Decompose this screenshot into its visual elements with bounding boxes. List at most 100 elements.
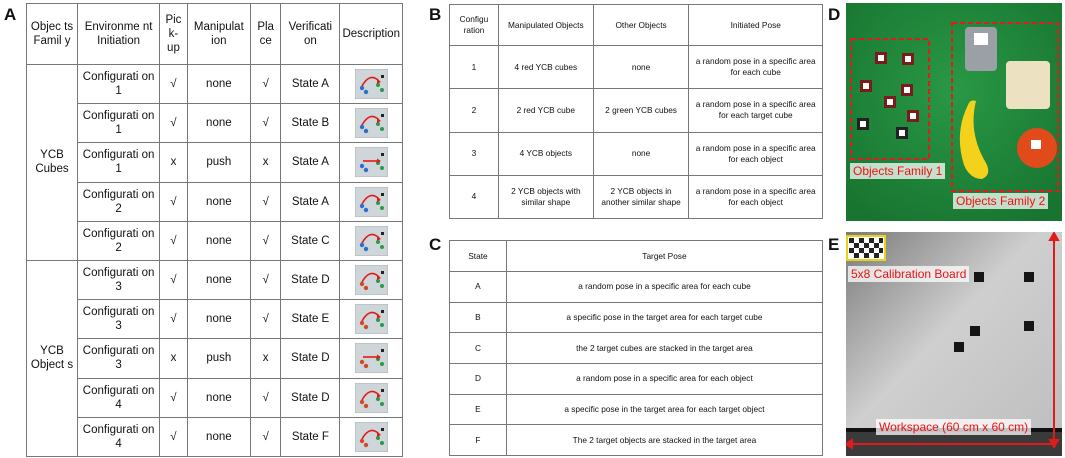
other-objects-cell: none bbox=[592, 44, 690, 90]
place-cell: √ bbox=[249, 259, 282, 301]
workspace-photo: 5x8 Calibration Board Workspace (60 cm x… bbox=[846, 232, 1062, 456]
pickup-cell: √ bbox=[159, 220, 188, 261]
header-state: State bbox=[449, 240, 507, 272]
header-other-objects: Other Objects bbox=[592, 4, 690, 46]
description-thumbnail bbox=[339, 220, 403, 261]
pickup-cell: √ bbox=[159, 181, 188, 222]
header-objects-family: Objec ts Famil y bbox=[26, 3, 78, 65]
pickup-cell: √ bbox=[159, 259, 188, 301]
manipulation-cell: none bbox=[186, 416, 252, 457]
table-b-header-row: Configu ration Manipulated Objects Other… bbox=[449, 4, 823, 46]
place-cell: √ bbox=[249, 377, 282, 418]
target-pose-cell: the 2 target cubes are stacked in the ta… bbox=[505, 332, 824, 364]
header-pick-up: Pic k- up bbox=[159, 3, 188, 65]
state-cell: F bbox=[449, 424, 507, 456]
header-initiated-pose: Initiated Pose bbox=[688, 4, 823, 46]
thumbnail-graphic bbox=[354, 108, 388, 139]
verification-cell: State A bbox=[280, 63, 341, 105]
dimension-arrows bbox=[846, 232, 1060, 450]
family-1-box bbox=[850, 38, 930, 160]
environment-cell: Configurati on 3 bbox=[76, 299, 161, 340]
verification-cell: State D bbox=[280, 377, 341, 418]
place-cell: x bbox=[249, 142, 282, 183]
header-verification: Verificati on bbox=[280, 3, 341, 65]
description-thumbnail bbox=[339, 338, 403, 379]
table-a-header-row: Objec ts Famil y Environme nt Initiation… bbox=[26, 3, 403, 65]
description-thumbnail bbox=[339, 299, 403, 340]
table-row: Configurati on 2√none√State C bbox=[27, 220, 403, 261]
environment-cell: Configurati on 4 bbox=[76, 377, 161, 418]
manipulation-cell: none bbox=[186, 220, 252, 261]
manipulation-cell: none bbox=[186, 299, 252, 340]
table-row: Configurati on 1√none√State B bbox=[27, 103, 403, 144]
state-cell: B bbox=[449, 301, 507, 334]
target-pose-cell: a specific pose in the target area for e… bbox=[505, 301, 824, 334]
place-cell: x bbox=[249, 338, 282, 379]
verification-cell: State F bbox=[280, 416, 341, 457]
state-cell: D bbox=[449, 362, 507, 395]
panel-label-e: E bbox=[828, 235, 840, 254]
objects-family-cell: YCB Cubes bbox=[26, 64, 78, 261]
thumbnail-graphic bbox=[354, 69, 388, 100]
pickup-cell: √ bbox=[159, 416, 188, 457]
thumbnail-graphic bbox=[354, 186, 388, 217]
environment-cell: Configurati on 3 bbox=[76, 259, 161, 301]
objects-photo: Objects Family 1 Objects Family 2 bbox=[846, 3, 1062, 221]
verification-cell: State C bbox=[280, 220, 341, 261]
place-cell: √ bbox=[249, 103, 282, 144]
header-environment-initiation: Environme nt Initiation bbox=[76, 3, 161, 65]
thumbnail-graphic bbox=[354, 343, 388, 374]
target-pose-cell: a random pose in a specific area for eac… bbox=[505, 271, 824, 303]
cube-icons bbox=[857, 52, 919, 139]
initiated-pose-cell: a random pose in a specific area for eac… bbox=[688, 44, 823, 90]
objects-family-cell: YCB Object s bbox=[26, 259, 78, 457]
ycb-object-icons bbox=[959, 27, 1057, 179]
place-cell: √ bbox=[249, 299, 282, 340]
marker-icons bbox=[954, 272, 1034, 352]
manipulation-cell: push bbox=[186, 338, 252, 379]
objects-photo-graphic bbox=[846, 3, 1062, 221]
verification-cell: State E bbox=[280, 299, 341, 340]
table-row: Configurati on 3√none√State E bbox=[27, 299, 403, 340]
place-cell: √ bbox=[249, 63, 282, 105]
experiment-table: Objec ts Famil y Environme nt Initiation… bbox=[26, 3, 403, 457]
manipulation-cell: push bbox=[186, 142, 252, 183]
pickup-cell: x bbox=[159, 338, 188, 379]
panel-label-d: D bbox=[828, 5, 841, 24]
pickup-cell: √ bbox=[159, 103, 188, 144]
configuration-table: Configu ration Manipulated Objects Other… bbox=[449, 4, 823, 220]
target-pose-cell: a specific pose in the target area for e… bbox=[505, 393, 824, 426]
state-cell: A bbox=[449, 271, 507, 303]
header-configuration: Configu ration bbox=[449, 4, 499, 46]
description-thumbnail bbox=[339, 416, 403, 457]
thumbnail-graphic bbox=[354, 147, 388, 178]
pickup-cell: √ bbox=[159, 63, 188, 105]
configuration-number-cell: 3 bbox=[449, 131, 499, 176]
manipulated-objects-cell: 4 red YCB cubes bbox=[497, 44, 594, 90]
header-place: Pla ce bbox=[249, 3, 282, 65]
description-thumbnail bbox=[339, 259, 403, 301]
initiated-pose-cell: a random pose in a specific area for eac… bbox=[688, 174, 823, 220]
thumbnail-graphic bbox=[354, 382, 388, 413]
initiated-pose-cell: a random pose in a specific area for eac… bbox=[688, 131, 823, 176]
description-thumbnail bbox=[339, 142, 403, 183]
thumbnail-graphic bbox=[354, 225, 388, 256]
header-target-pose: Target Pose bbox=[505, 240, 824, 272]
target-pose-cell: a random pose in a specific area for eac… bbox=[505, 362, 824, 395]
place-cell: √ bbox=[249, 416, 282, 457]
family-2-label: Objects Family 2 bbox=[953, 193, 1049, 209]
environment-cell: Configurati on 2 bbox=[76, 181, 161, 222]
place-cell: √ bbox=[249, 181, 282, 222]
description-thumbnail bbox=[339, 181, 403, 222]
pickup-cell: x bbox=[159, 142, 188, 183]
